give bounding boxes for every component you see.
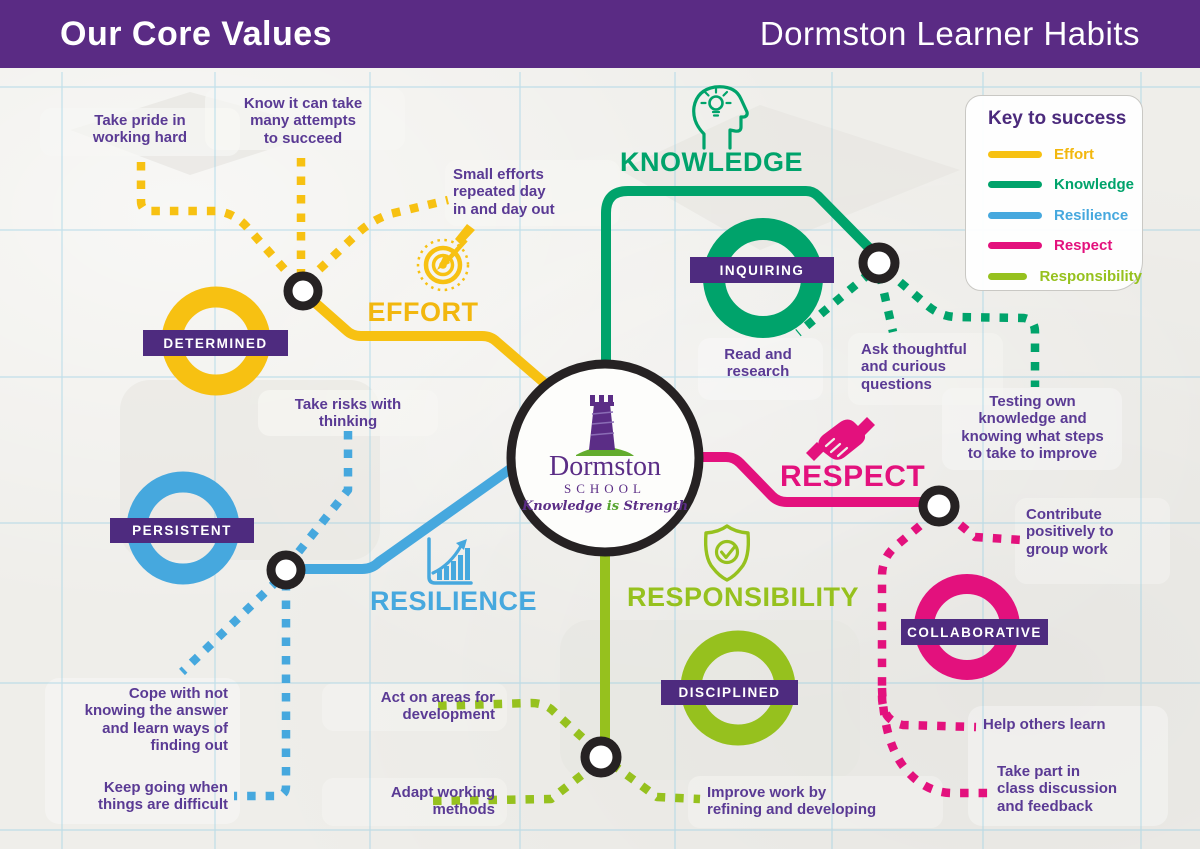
legend-label-effort: Effort xyxy=(1054,145,1094,163)
school-motto: Knowledge is Strength xyxy=(505,499,705,514)
resilience-line-label: RESILIENCE xyxy=(370,586,538,616)
note-small-efforts: Small efforts repeated day in and day ou… xyxy=(453,166,555,218)
station-badge-persistent: PERSISTENT xyxy=(110,518,254,543)
respect-line-swatch xyxy=(988,242,1042,250)
header-bar: Our Core Values Dormston Learner Habits xyxy=(0,0,1200,68)
respect-line-label: RESPECT xyxy=(780,460,926,493)
note-take-risks: Take risks with thinking xyxy=(294,396,402,431)
resilience-line-swatch xyxy=(988,211,1042,219)
knowledge-branch-lines xyxy=(795,266,1040,387)
school-subtitle: SCHOOL xyxy=(563,481,646,496)
center-hub-circle xyxy=(506,359,704,557)
effort-line-label: EFFORT xyxy=(367,297,479,327)
legend-label-responsibility: Responsibility xyxy=(1039,267,1142,285)
note-many-attempts: Know it can take many attempts to succee… xyxy=(243,95,363,147)
respect-line xyxy=(683,452,937,507)
note-ask-questions: Ask thoughtful and curious questions xyxy=(861,341,967,393)
handshake-icon xyxy=(806,417,875,461)
resilience-branch-lines xyxy=(179,431,353,801)
effort-line-swatch xyxy=(988,150,1042,158)
respect-interchange xyxy=(918,485,960,527)
motto-is: is xyxy=(606,499,620,514)
legend-label-respect: Respect xyxy=(1054,237,1113,255)
responsibility-line-swatch xyxy=(988,272,1028,280)
school-tower-logo xyxy=(576,395,634,456)
effort-line xyxy=(298,287,561,398)
effort-interchange xyxy=(283,271,323,311)
station-badge-determined: DETERMINED xyxy=(143,330,288,356)
legend-label-knowledge: Knowledge xyxy=(1054,176,1135,194)
note-read-research: Read and research xyxy=(724,346,792,381)
paper-texture-shapes xyxy=(40,88,1170,828)
resilience-line xyxy=(282,450,535,574)
school-name: Dormston xyxy=(549,451,661,482)
target-dart-icon xyxy=(416,224,475,292)
knowledge-interchange xyxy=(858,242,900,284)
legend-row-knowledge: Knowledge xyxy=(988,170,1142,201)
note-cope: Cope with not knowing the answer and lea… xyxy=(84,685,228,755)
knowledge-line xyxy=(601,186,885,385)
legend-title: Key to success xyxy=(988,108,1127,129)
note-adapt-methods: Adapt working methods xyxy=(390,784,495,819)
knowledge-line-swatch xyxy=(988,181,1042,189)
legend-row-responsibility: Responsibility xyxy=(988,261,1142,292)
effort-branch-lines xyxy=(136,158,449,286)
responsibility-interchange xyxy=(580,736,622,778)
respect-branch-lines xyxy=(877,509,1023,798)
responsibility-line-label: RESPONSIBILITY xyxy=(627,582,860,612)
station-badge-inquiring: INQUIRING xyxy=(690,257,834,283)
legend-row-effort: Effort xyxy=(988,139,1142,170)
note-testing-knowledge: Testing own knowledge and knowing what s… xyxy=(961,393,1104,463)
note-improve-work: Improve work by refining and developing xyxy=(707,784,877,819)
page-subtitle: Dormston Learner Habits xyxy=(759,15,1140,52)
growth-chart-icon xyxy=(427,537,473,585)
note-act-on-areas: Act on areas for development xyxy=(380,689,495,724)
station-badge-disciplined: DISCIPLINED xyxy=(661,680,798,705)
knowledge-line-label: KNOWLEDGE xyxy=(620,147,803,177)
note-contribute: Contribute positively to group work xyxy=(1026,506,1114,558)
note-take-part: Take part in class discussion and feedba… xyxy=(997,763,1118,815)
shield-check-icon xyxy=(703,524,751,582)
head-lightbulb-icon xyxy=(692,85,749,150)
note-help-others: Help others learn xyxy=(983,716,1106,733)
page-title: Our Core Values xyxy=(60,14,333,53)
legend-box: Key to success Effort Knowledge Resilien… xyxy=(965,95,1143,291)
responsibility-branch-lines xyxy=(427,698,701,806)
motto-knowledge: Knowledge xyxy=(521,499,603,514)
resilience-interchange xyxy=(266,550,306,590)
station-badge-collaborative: COLLABORATIVE xyxy=(901,619,1048,645)
legend-row-respect: Respect xyxy=(988,231,1142,262)
legend-row-resilience: Resilience xyxy=(988,200,1142,231)
note-take-pride: Take pride in working hard xyxy=(92,112,188,147)
legend-label-resilience: Resilience xyxy=(1054,206,1129,224)
note-keep-going: Keep going when things are difficult xyxy=(97,779,228,814)
motto-strength: Strength xyxy=(623,499,689,514)
